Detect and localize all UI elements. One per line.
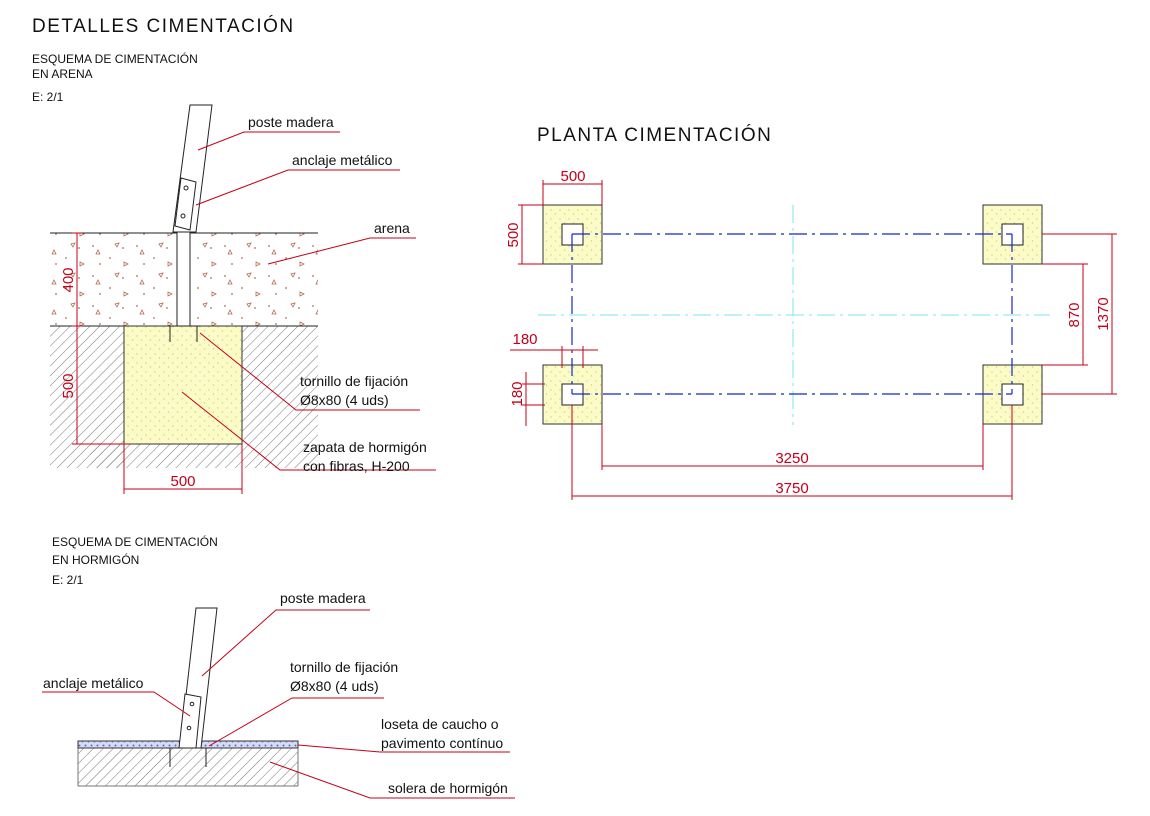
soil-hatch-bottom [90, 444, 242, 468]
slab-label: solera de hormigón [388, 780, 508, 796]
bolt-leader [208, 697, 384, 747]
plan-inner-span-dim: 3250 [775, 450, 808, 467]
sand-detail-scale: E: 2/1 [32, 90, 64, 104]
footing-label: zapata de hormigón [303, 439, 427, 455]
plan-footing-width-dim: 500 [560, 168, 585, 185]
plan-post-height-dim: 180 [509, 381, 526, 406]
plan-inner-depth-dim: 870 [1066, 302, 1083, 327]
concrete-slab [77, 747, 299, 787]
sand-label: arena [374, 220, 410, 236]
anchor-hole-top [183, 185, 189, 191]
post-leader [201, 609, 370, 677]
concrete-detail-title: ESQUEMA DE CIMENTACIÓN [52, 534, 218, 549]
sand-detail-title: ESQUEMA DE CIMENTACIÓN [32, 51, 198, 66]
post-label: poste madera [248, 114, 334, 130]
concrete-detail-scale: E: 2/1 [52, 573, 84, 587]
post-bottom-right [1001, 383, 1024, 406]
anchor-label: anclaje metálico [292, 152, 393, 168]
surface-spec-label: pavimento contínuo [381, 735, 503, 751]
post-leader [197, 131, 340, 151]
sand-detail-subtitle: EN ARENA [32, 67, 93, 81]
anchor-leader [195, 169, 400, 206]
post-label: poste madera [280, 590, 366, 606]
plan-outer-span-dim: 3750 [775, 480, 808, 497]
metal-anchor-plate [178, 693, 202, 749]
sand-foundation-detail: ESQUEMA DE CIMENTACIÓN EN ARENA E: 2/1 p… [32, 51, 436, 494]
bolt-spec-label: Ø8x80 (4 uds) [300, 392, 389, 408]
sheet-title: DETALLES CIMENTACIÓN [32, 15, 295, 37]
concrete-foundation-detail: ESQUEMA DE CIMENTACIÓN EN HORMIGÓN E: 2/… [42, 534, 515, 799]
anchor-leader [42, 691, 191, 717]
sand-depth-dim: 400 [60, 267, 77, 292]
anchor-hole-bottom [186, 725, 192, 731]
bolt-label: tornillo de fijación [300, 373, 408, 389]
bolt-label: tornillo de fijación [290, 659, 398, 675]
metal-anchor-plate [174, 177, 197, 231]
footing-width-dim: 500 [170, 473, 195, 490]
footing-depth-dim: 500 [60, 373, 77, 398]
anchor-hole-bottom [180, 213, 186, 219]
anchor-shaft [176, 231, 191, 327]
plan-outer-depth-dim: 1370 [1095, 297, 1112, 330]
slab-leader [269, 761, 515, 799]
bolt-spec-label: Ø8x80 (4 uds) [290, 678, 379, 694]
anchor-label: anclaje metálico [43, 675, 144, 691]
plan-post-width-dim: 180 [512, 331, 537, 348]
sand-leader [267, 237, 416, 265]
surface-leader [297, 744, 510, 753]
surface-label: loseta de caucho o [381, 716, 499, 732]
bolt-leader [199, 332, 420, 411]
footing-spec-label: con fibras, H-200 [303, 458, 410, 474]
plan-title: PLANTA CIMENTACIÓN [537, 124, 772, 146]
footing-leader [181, 391, 436, 471]
plan-footing-height-dim: 500 [505, 222, 522, 247]
foundation-plan: PLANTA CIMENTACIÓN 500 500 180 [505, 124, 1117, 500]
anchor-hole-top [189, 701, 195, 707]
concrete-detail-subtitle: EN HORMIGÓN [52, 552, 139, 567]
